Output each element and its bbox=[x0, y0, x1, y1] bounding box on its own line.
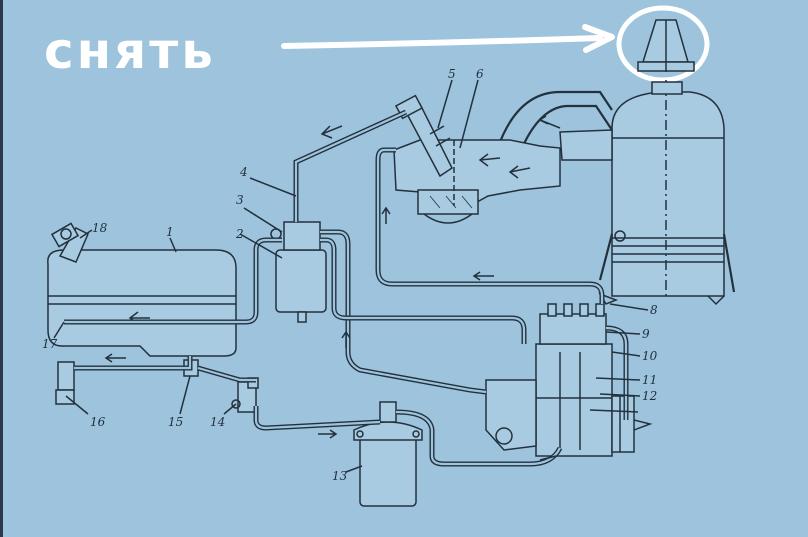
left-scan-border bbox=[0, 0, 3, 537]
hand-primer bbox=[231, 377, 259, 413]
injection-pump bbox=[485, 303, 653, 457]
callout-18: 18 bbox=[92, 221, 108, 235]
fuel-lines bbox=[64, 109, 629, 467]
callout-leaders bbox=[53, 79, 649, 473]
air-cleaner-cap bbox=[637, 19, 695, 72]
callout-15: 15 bbox=[168, 415, 183, 429]
injector bbox=[394, 94, 453, 178]
callout-12: 12 bbox=[642, 389, 657, 403]
callout-1: 1 bbox=[166, 225, 174, 239]
callout-5: 5 bbox=[448, 67, 456, 81]
flow-arrows bbox=[104, 125, 557, 461]
callout-labels: 1 2 3 4 5 6 8 9 10 11 12 13 14 15 16 17 … bbox=[42, 67, 658, 483]
callout-4: 4 bbox=[239, 165, 248, 179]
air-cleaner bbox=[598, 80, 736, 306]
callout-10: 10 bbox=[642, 349, 658, 363]
cylinder-head bbox=[393, 139, 561, 224]
handwritten-annotation: снять bbox=[44, 22, 216, 80]
callout-17: 17 bbox=[42, 337, 58, 351]
fuel-tank bbox=[47, 249, 237, 357]
intake-duct bbox=[498, 90, 613, 161]
callout-8: 8 bbox=[650, 303, 658, 317]
callout-11: 11 bbox=[642, 373, 657, 387]
annotation-circle bbox=[616, 5, 710, 83]
callout-9: 9 bbox=[642, 327, 650, 341]
callout-16: 16 bbox=[90, 415, 106, 429]
callout-6: 6 bbox=[476, 67, 484, 81]
coarse-filter bbox=[270, 221, 327, 323]
fine-filter bbox=[353, 401, 423, 507]
callout-14: 14 bbox=[210, 415, 225, 429]
callout-2: 2 bbox=[235, 227, 244, 241]
callout-13: 13 bbox=[332, 469, 348, 483]
annotation-arrow bbox=[281, 24, 615, 53]
callout-3: 3 bbox=[236, 193, 244, 207]
